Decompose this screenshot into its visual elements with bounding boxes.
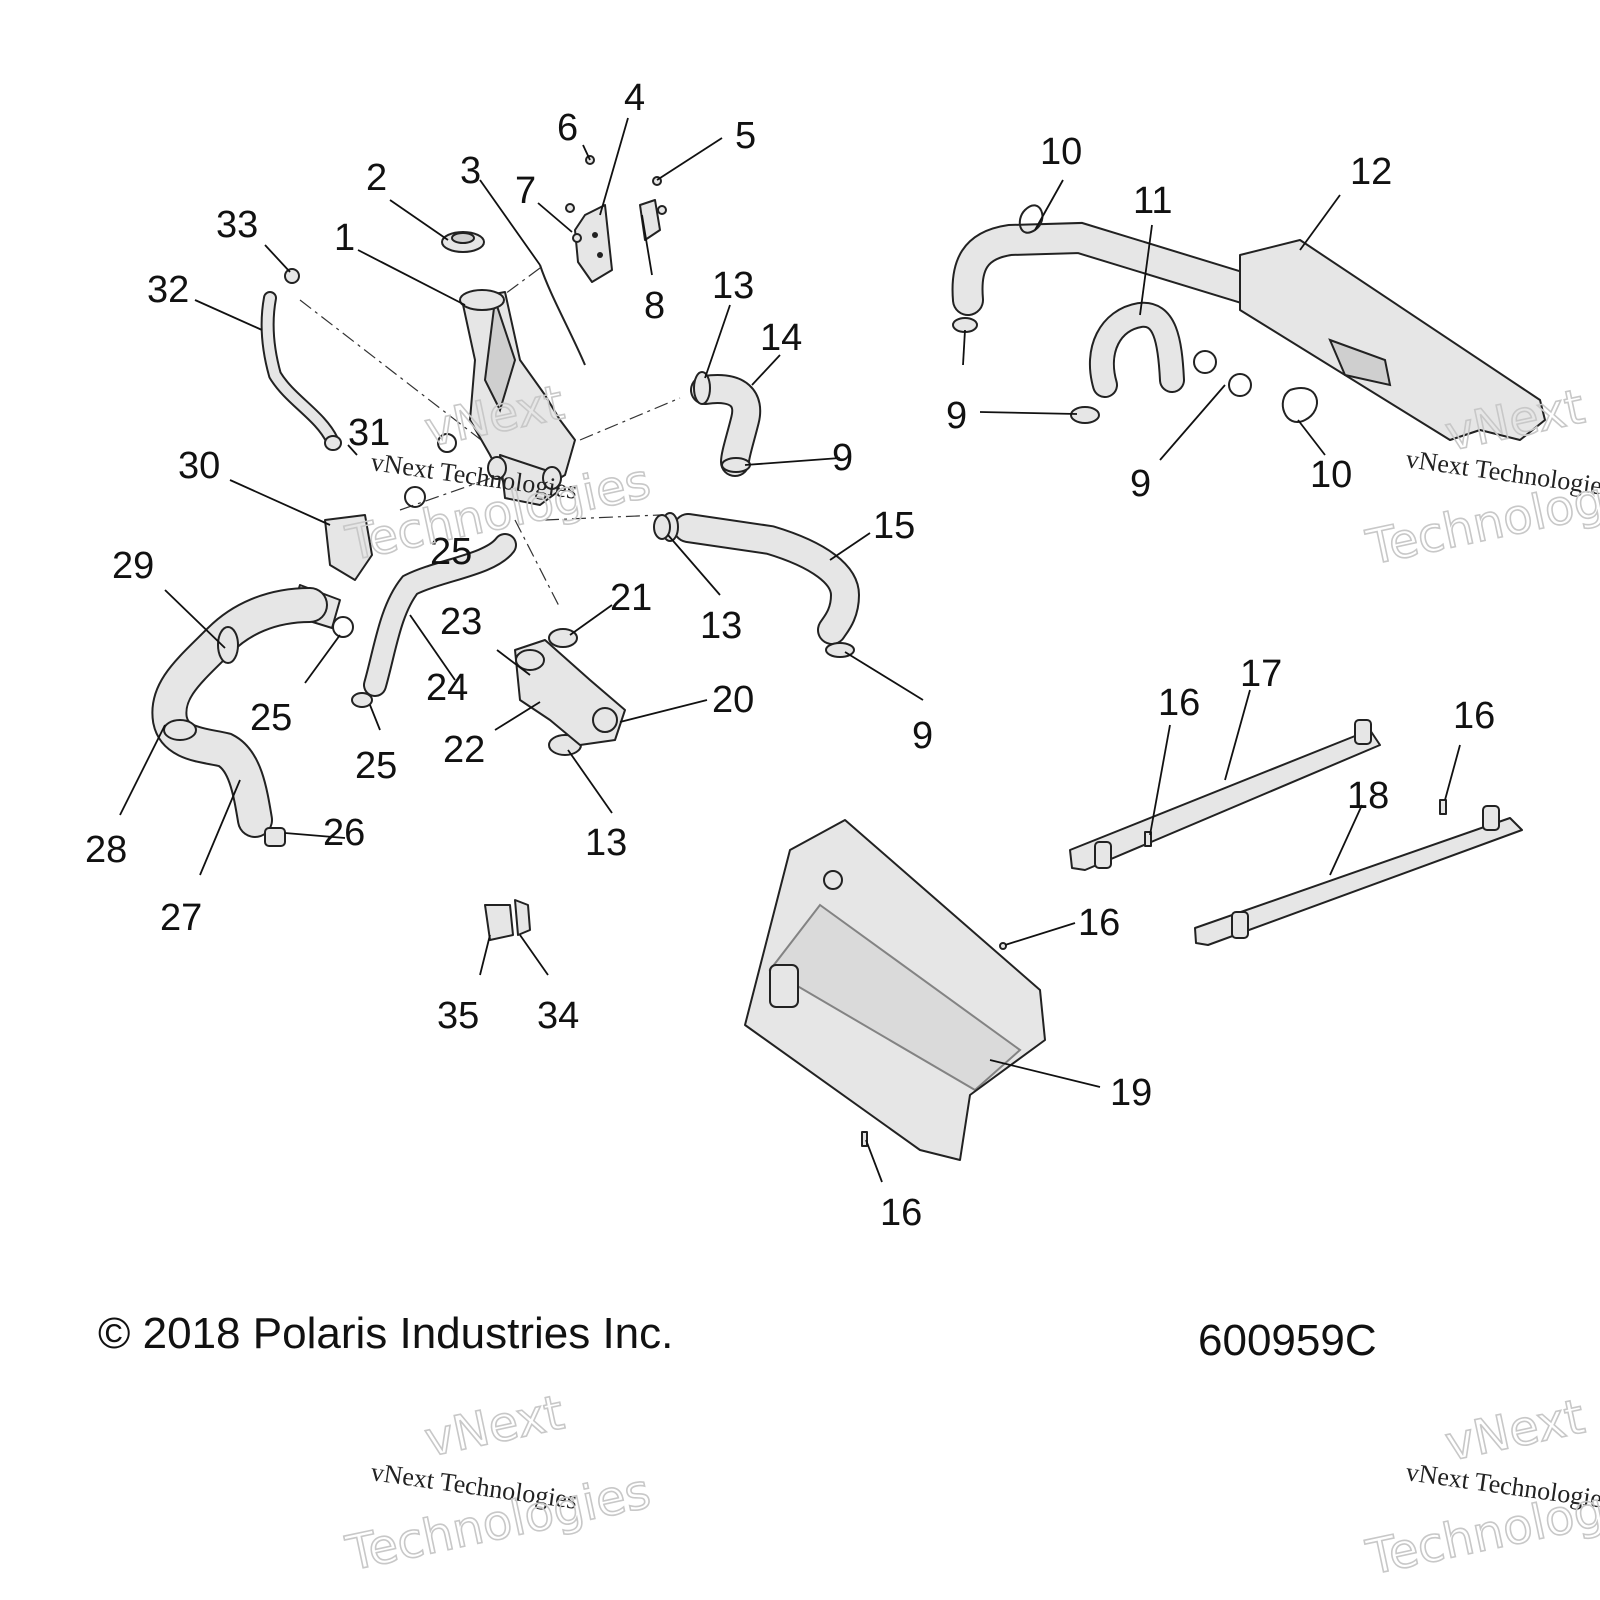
reservoir-cap	[441, 231, 485, 253]
copyright-notice: © 2018 Polaris Industries Inc.	[98, 1309, 673, 1358]
callout-29: 29	[112, 545, 154, 587]
callout-12: 12	[1350, 151, 1392, 193]
callout-20: 20	[712, 679, 754, 721]
callout-18: 18	[1347, 775, 1389, 817]
coolant-fitting	[514, 639, 626, 746]
hose-14	[690, 371, 762, 477]
coolant-pipe-assembly	[951, 204, 1546, 441]
watermark-big-3a: vNext	[420, 1384, 569, 1468]
callout-14: 14	[760, 317, 802, 359]
callout-16-d: 16	[880, 1192, 922, 1234]
callout-7: 7	[515, 170, 536, 212]
radiator-tanks	[1069, 719, 1523, 946]
callout-25-a: 25	[430, 531, 472, 573]
callout-5: 5	[735, 115, 756, 157]
callout-25-b: 25	[250, 697, 292, 739]
callout-9-d: 9	[912, 715, 933, 757]
callout-16-b: 16	[1453, 695, 1495, 737]
callout-21: 21	[610, 577, 652, 619]
callout-6: 6	[557, 107, 578, 149]
callout-1: 1	[334, 217, 355, 259]
radiator-core	[744, 819, 1046, 1161]
callout-9-a: 9	[946, 395, 967, 437]
callout-3: 3	[460, 150, 481, 192]
diagram-number: 600959C	[1198, 1316, 1377, 1365]
callout-16-a: 16	[1158, 682, 1200, 724]
callout-10-b: 10	[1310, 454, 1352, 496]
hose-15	[661, 512, 861, 658]
radiator-fasteners	[861, 799, 1447, 1147]
callout-23: 23	[440, 601, 482, 643]
callout-25-c: 25	[355, 745, 397, 787]
mounting-bracket	[574, 204, 613, 283]
callout-4: 4	[624, 77, 645, 119]
callout-16-c: 16	[1078, 902, 1120, 944]
callout-13-a: 13	[712, 265, 754, 307]
callout-15: 15	[873, 505, 915, 547]
callout-11: 11	[1133, 180, 1172, 222]
callout-17: 17	[1240, 653, 1282, 695]
callout-30: 30	[178, 445, 220, 487]
watermark-big-4a: vNext	[1440, 1389, 1589, 1473]
callout-13-b: 13	[700, 605, 742, 647]
callout-19: 19	[1110, 1072, 1152, 1114]
hose-clamps	[332, 433, 671, 756]
sensor-and-gasket	[484, 899, 531, 941]
callout-24: 24	[426, 667, 468, 709]
callout-35: 35	[437, 995, 479, 1037]
callout-33: 33	[216, 204, 258, 246]
callout-22: 22	[443, 729, 485, 771]
leader-lines	[119, 117, 1461, 1183]
callout-10-a: 10	[1040, 131, 1082, 173]
overflow-tube	[539, 264, 586, 366]
coolant-reservoir	[459, 289, 576, 506]
callout-27: 27	[160, 897, 202, 939]
callout-32: 32	[147, 269, 189, 311]
callout-labels: 1 2 3 4 5 6 7 8 9 9 9 9 10 10 11 12 13 1…	[85, 77, 1495, 1234]
centerlines	[299, 267, 681, 609]
callout-34: 34	[537, 995, 579, 1037]
hose-24	[351, 533, 517, 708]
callout-28: 28	[85, 829, 127, 871]
vent-hose	[260, 268, 342, 451]
callout-8: 8	[644, 285, 665, 327]
callout-9-c: 9	[832, 437, 853, 479]
callout-2: 2	[366, 157, 387, 199]
callout-26: 26	[323, 812, 365, 854]
callout-9-b: 9	[1130, 463, 1151, 505]
callout-31: 31	[348, 412, 390, 454]
lower-hose-assembly	[151, 514, 373, 847]
callout-13-c: 13	[585, 822, 627, 864]
